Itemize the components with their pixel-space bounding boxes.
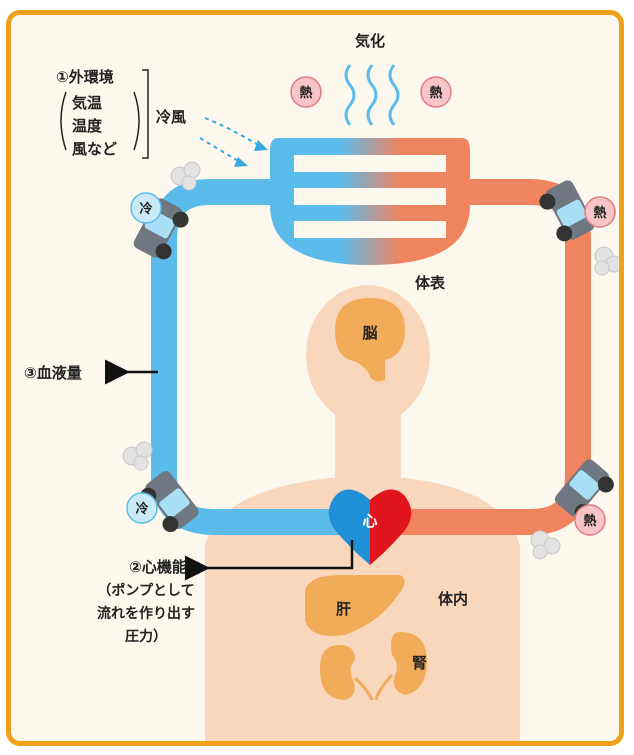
cool-wind-label: 冷風 [156,108,186,126]
heart-function-desc: （ポンプとして [97,582,194,599]
heart-label: 心 [362,512,377,530]
evaporation-waves [346,65,398,125]
env-item: 温度 [72,117,103,135]
env-item: 風など [72,140,117,158]
exhaust-cloud-icon [123,442,152,470]
heart-function-desc: 流れを作り出す [97,605,195,622]
heart-function-desc: 圧力） [125,628,167,645]
heat-label: 熱 [583,513,596,529]
exhaust-cloud-icon [595,247,622,275]
heat-label: 熱 [593,205,606,221]
blood-volume-label: ③血液量 [24,364,82,382]
env-item: 気温 [72,94,102,112]
body-surface-coil [270,138,470,265]
exhaust-cloud-icon [171,162,200,190]
env-bracket [142,70,148,158]
heat-label: 熱 [299,85,312,101]
env-title: ①外環境 [56,68,114,86]
heat-label: 熱 [429,85,442,101]
cool-wind-arrows [200,118,260,162]
exhaust-cloud-icon [531,531,560,559]
env-paren-left [61,92,66,150]
heart-function-title: ②心機能 [129,558,187,576]
liver-label: 肝 [336,600,351,618]
brain-label: 脳 [362,324,377,342]
evaporation-label: 気化 [355,32,385,50]
wind-arrowhead [254,140,268,151]
cold-label: 冷 [139,201,152,217]
cold-label: 冷 [135,501,148,517]
body-inside-label: 体内 [438,590,468,608]
kidney-label: 腎 [412,654,427,672]
body-surface-label: 体表 [415,274,446,292]
env-paren-right [134,92,139,150]
